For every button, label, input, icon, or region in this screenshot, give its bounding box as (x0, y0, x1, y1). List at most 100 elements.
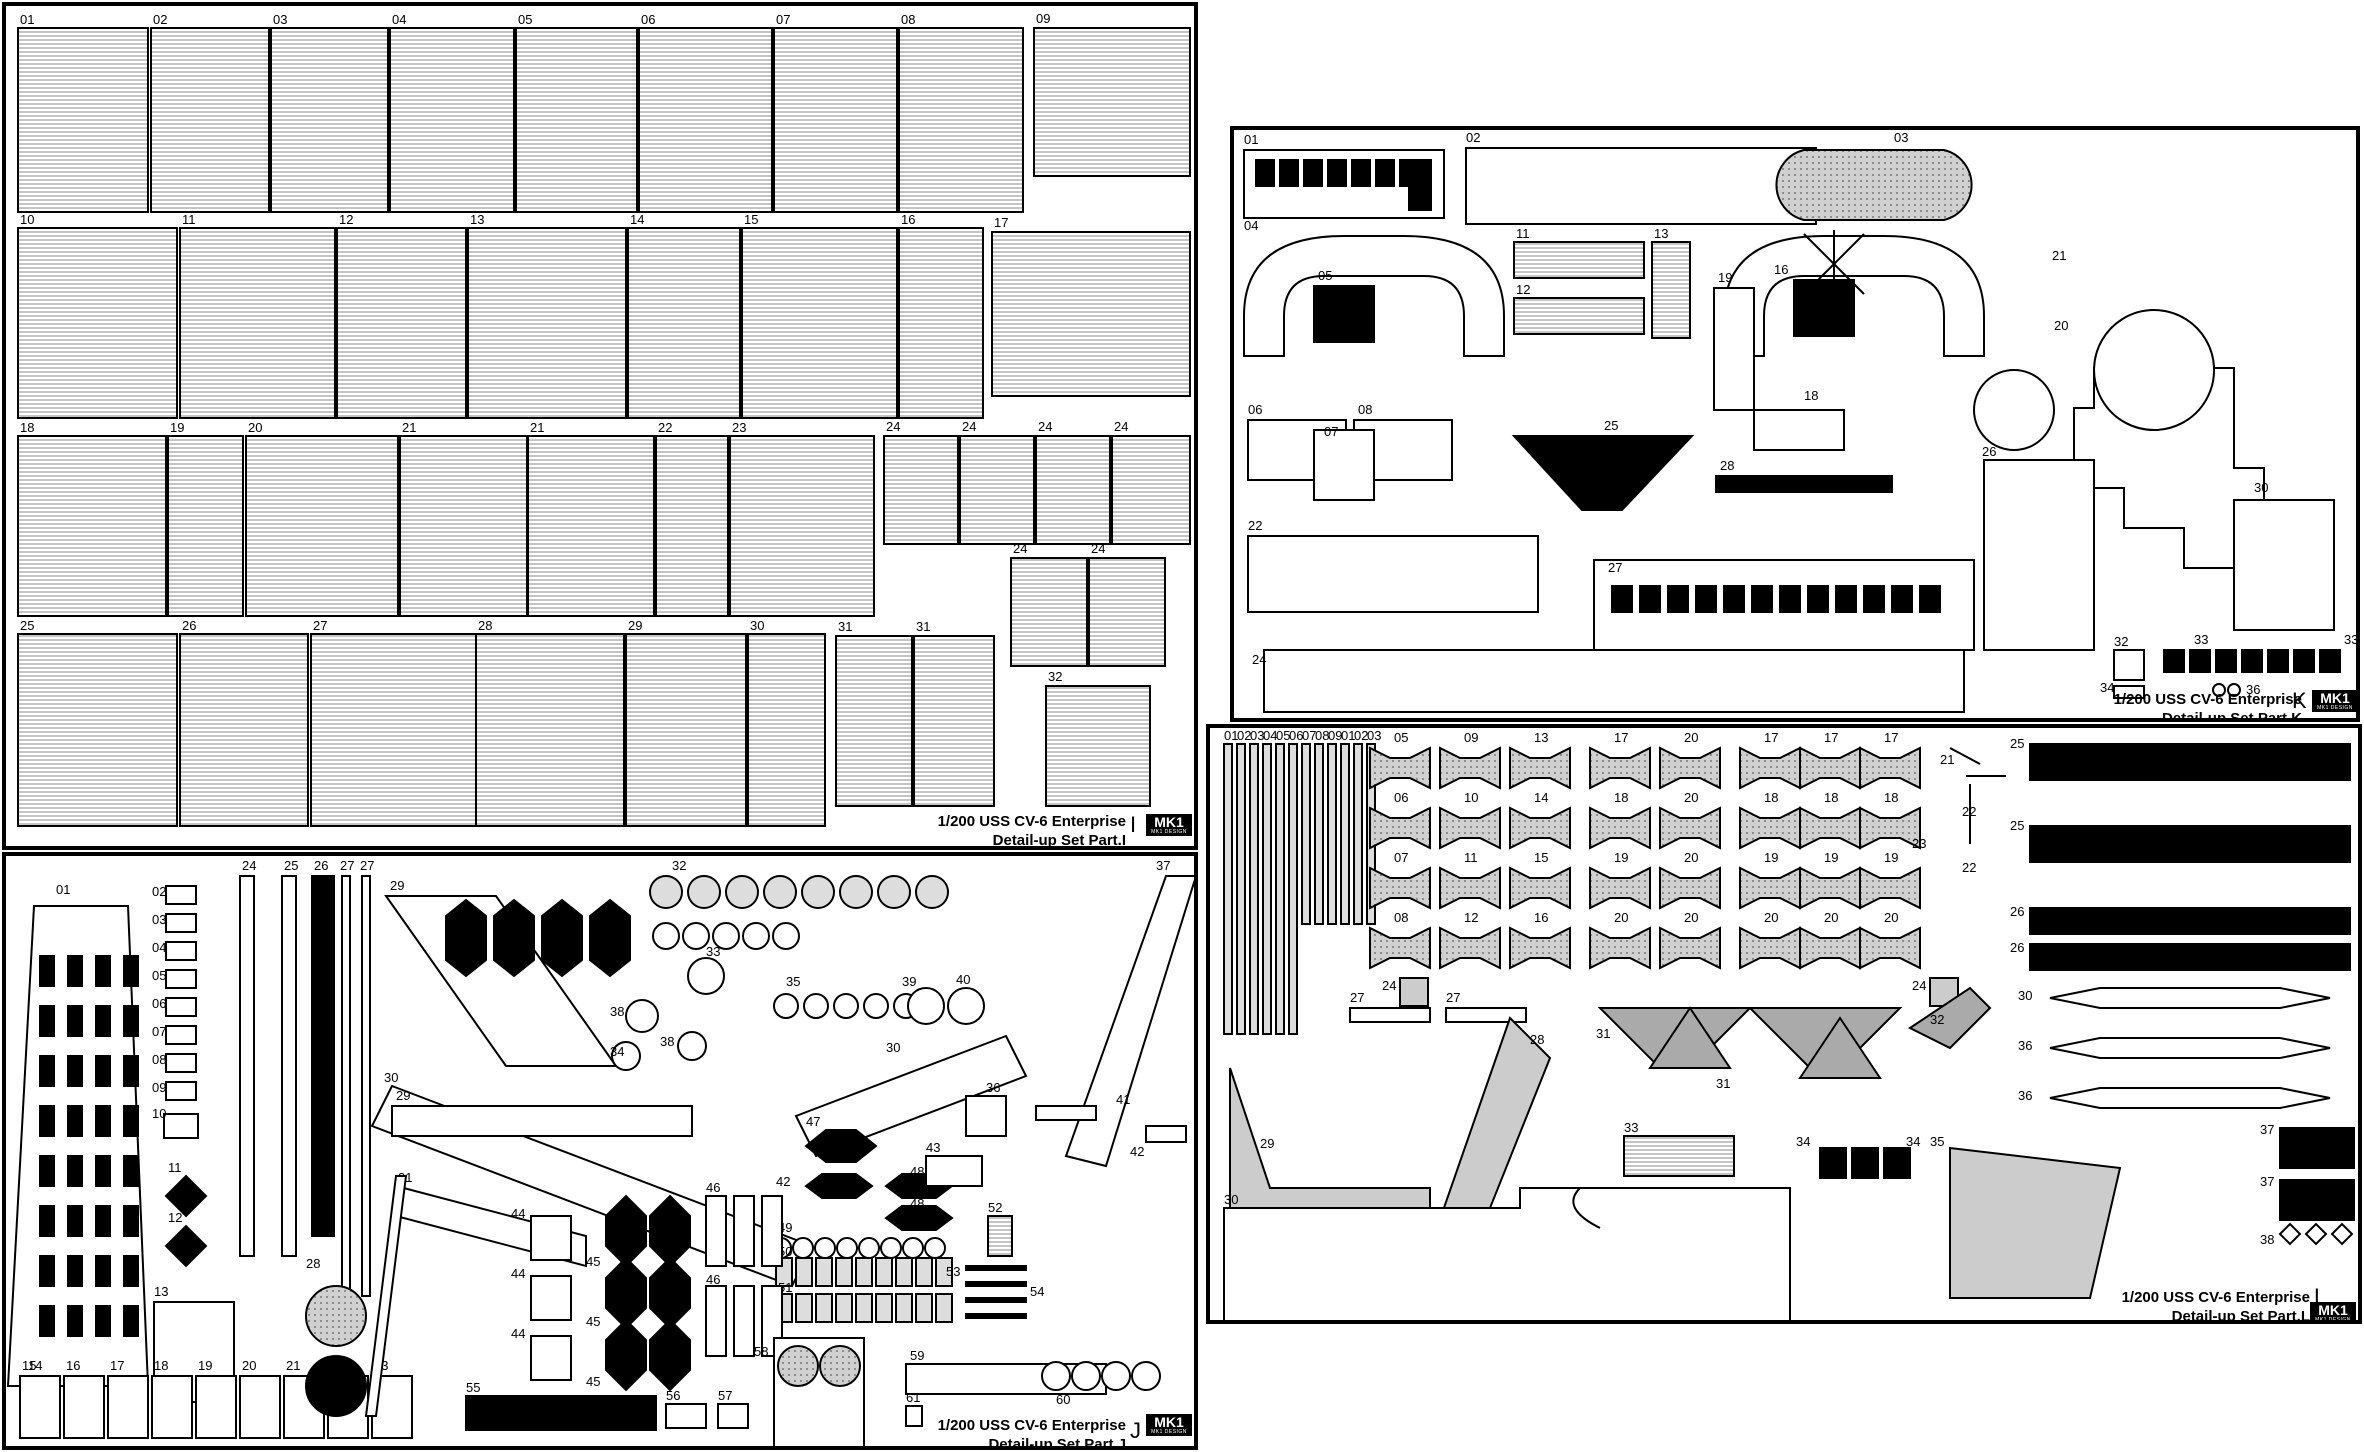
part-number-label: 22 (1962, 804, 1976, 819)
ladder-opening (95, 955, 111, 987)
part-number-label: 27 (1608, 560, 1622, 575)
part-number-label: 13 (470, 212, 484, 227)
bulkhead-door (63, 1375, 105, 1439)
part-number-label: 24 (1038, 419, 1052, 434)
rail-part (1715, 475, 1893, 493)
part-number-label: 32 (1930, 1012, 1944, 1027)
part-number-label: 20 (1764, 910, 1778, 925)
part-number-label: 32 (672, 858, 686, 873)
grating-hatch (1589, 746, 1651, 790)
grating-hatch (1739, 926, 1801, 970)
part-number-label: 18 (1884, 790, 1898, 805)
gallery-opening (1723, 585, 1745, 613)
grating-hatch (1859, 746, 1921, 790)
curved-bracket (733, 1195, 755, 1267)
small-part (665, 1403, 707, 1429)
angled-strip (1229, 1067, 1431, 1219)
ladder-opening (67, 1305, 83, 1337)
part-number-label: 34 (1906, 1134, 1920, 1149)
deck-plank-panel (17, 27, 149, 213)
part-number-label: 21 (1940, 752, 1954, 767)
part-number-label: 20 (248, 420, 262, 435)
part-number-label: 21 (286, 1358, 300, 1373)
small-part (905, 1405, 923, 1427)
part-number-label: 05 (518, 12, 532, 27)
elevator-platform (1775, 149, 1973, 221)
bracket-part (605, 1256, 647, 1330)
clamp-ring (1071, 1361, 1101, 1391)
part-number-label: 19 (1718, 270, 1732, 285)
part-number-label: 36 (2018, 1038, 2032, 1053)
tower-part (2233, 499, 2335, 631)
door-opening (1303, 159, 1323, 187)
rail-strip (239, 875, 255, 1257)
part-number-label: 30 (2254, 480, 2268, 495)
part-number-label: 61 (906, 1390, 920, 1405)
part-number-label: 08 (152, 1052, 166, 1067)
part-number-label: 18 (1614, 790, 1628, 805)
sheet-k-logo-sub: MK1 DESIGN (2317, 705, 2353, 711)
ladder-opening (123, 1305, 139, 1337)
part-number-label: 24 (1091, 541, 1105, 556)
round-plate (2093, 309, 2216, 431)
grating-hatch (1439, 866, 1501, 910)
deck-plank-panel (638, 27, 773, 213)
deck-plank-panel (179, 633, 309, 827)
part-number-label: 02 (1354, 728, 1368, 743)
part-number-label: 52 (988, 1200, 1002, 1215)
hex-part (493, 898, 535, 978)
part-number-label: 20 (242, 1358, 256, 1373)
part-number-label: 09 (152, 1080, 166, 1095)
part-number-label: 19 (1824, 850, 1838, 865)
part-number-label: 58 (754, 1344, 768, 1359)
part-number-label: 03 (1894, 130, 1908, 145)
deck-plank-panel (336, 227, 467, 419)
deck-plank-panel (835, 635, 913, 807)
link-part (925, 1155, 983, 1187)
ladder-opening (39, 955, 55, 987)
part-number-label: 04 (152, 940, 166, 955)
part-number-label: 05 (1394, 730, 1408, 745)
deck-plank-panel (913, 635, 995, 807)
clamp-ring (1131, 1361, 1161, 1391)
hex-part (804, 1129, 878, 1163)
hex-part (804, 1173, 874, 1199)
rod-part (965, 1297, 1027, 1303)
small-part (895, 1293, 913, 1323)
part-number-label: 03 (273, 12, 287, 27)
rung-strip (1314, 743, 1324, 925)
sheet-l-logo-text: MK1 (2318, 1302, 2348, 1318)
part-number-label: 16 (901, 212, 915, 227)
part-number-label: 34 (610, 1044, 624, 1059)
rod-part (965, 1313, 1027, 1319)
gear-disc (819, 1345, 861, 1387)
small-part (2113, 649, 2145, 681)
ladder-part (1753, 409, 1845, 451)
bracket-part (165, 913, 197, 933)
round-part (742, 922, 770, 950)
rod-part (965, 1265, 1027, 1271)
small-box (2293, 649, 2315, 673)
grating-hatch (1659, 866, 1721, 910)
deck-plank-panel (245, 435, 399, 617)
part-number-label: 45 (586, 1314, 600, 1329)
deck-plank-panel (898, 227, 984, 419)
bracket-part (165, 941, 197, 961)
small-part (935, 1293, 953, 1323)
ring-part (801, 875, 835, 909)
part-number-label: 12 (339, 212, 353, 227)
truss-strip (2029, 943, 2351, 971)
grating-hatch (1509, 806, 1571, 850)
cross-part (2304, 1222, 2328, 1246)
part-number-label: 11 (182, 212, 196, 227)
part-number-label: 30 (2018, 988, 2032, 1003)
part-number-label: 26 (2010, 940, 2024, 955)
part-number-label: 24 (1912, 978, 1926, 993)
part-number-label: 05 (1318, 268, 1332, 283)
small-part (815, 1257, 833, 1287)
deck-plank-panel (527, 435, 655, 617)
rung-strip (1249, 743, 1259, 1035)
part-number-label: 26 (314, 858, 328, 873)
part-number-label: 44 (511, 1206, 525, 1221)
